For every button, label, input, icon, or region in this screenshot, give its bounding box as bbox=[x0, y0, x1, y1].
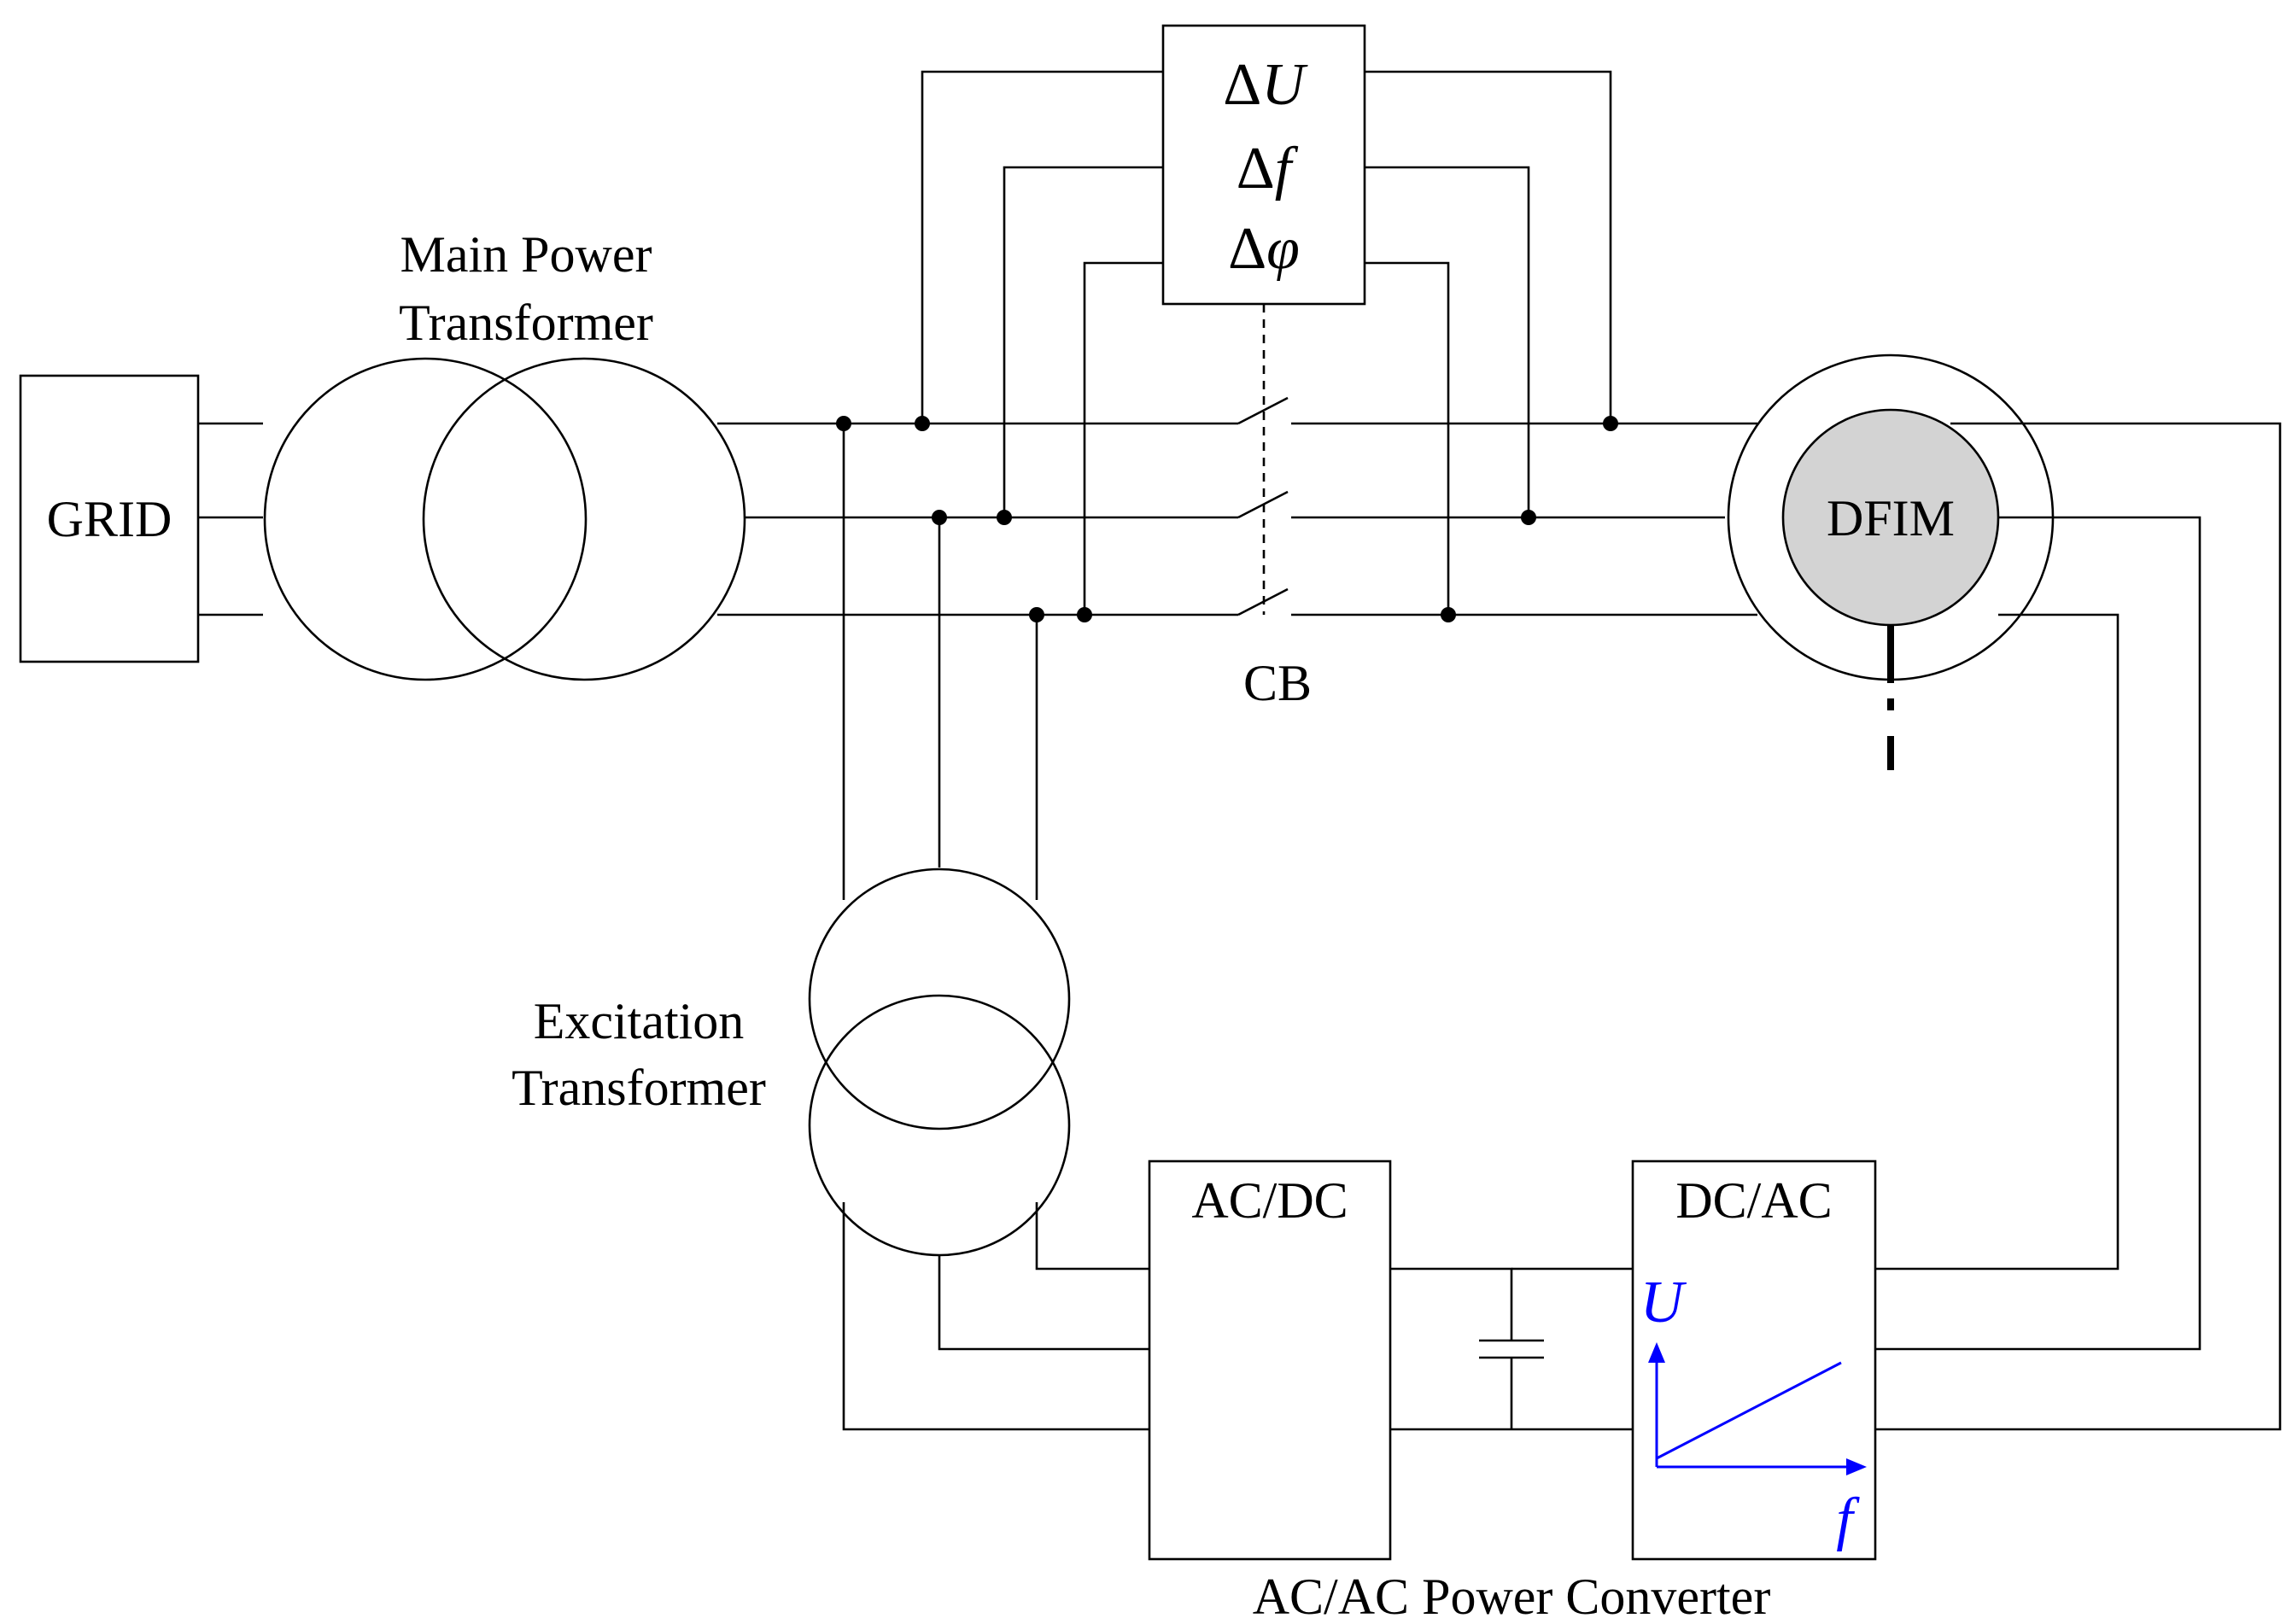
rectifier-input-phase-b bbox=[938, 1255, 1149, 1351]
inverter-box bbox=[1631, 1160, 1877, 1561]
measure-machine-phase-c bbox=[1365, 261, 1450, 615]
uf-y-axis-label: U bbox=[1640, 1270, 1687, 1335]
main-transformer-label-line2: Transformer bbox=[399, 295, 653, 351]
excitation-transformer-primary-winding bbox=[808, 867, 1071, 1130]
measure-machine-phase-a bbox=[1365, 70, 1612, 424]
synchronizing-controller-box bbox=[1161, 24, 1366, 306]
delta-phi-delta: Δ bbox=[1228, 216, 1266, 282]
rectifier-input-phase-a bbox=[842, 1202, 1149, 1431]
measure-grid-phase-b bbox=[1003, 166, 1163, 517]
rectifier-box bbox=[1148, 1160, 1392, 1561]
measure-grid-phase-c bbox=[1083, 261, 1163, 615]
dfim-label: DFIM bbox=[1827, 490, 1955, 546]
junction-dot bbox=[1603, 416, 1618, 431]
main-transformer-secondary-winding bbox=[422, 357, 746, 681]
inverter-label: DC/AC bbox=[1675, 1172, 1832, 1229]
uf-y-arrow-icon bbox=[1648, 1342, 1665, 1363]
delta-u-var: U bbox=[1261, 52, 1308, 118]
measure-grid-phase-a bbox=[921, 70, 1163, 424]
rectifier-input-phase-c bbox=[1035, 1202, 1149, 1271]
delta-f-delta: Δ bbox=[1237, 136, 1275, 202]
junction-dot bbox=[1521, 510, 1536, 525]
junction-dot bbox=[1441, 607, 1456, 622]
measure-machine-phase-b bbox=[1365, 166, 1530, 517]
delta-phi-var: φ bbox=[1266, 216, 1300, 282]
rectifier-label: AC/DC bbox=[1191, 1172, 1348, 1229]
excitation-transformer-secondary-winding bbox=[808, 994, 1071, 1257]
dc-link-positive bbox=[1390, 1267, 1513, 1341]
delta-phi-label: Δφ bbox=[1228, 216, 1300, 282]
excitation-transformer-label-line2: Transformer bbox=[512, 1060, 766, 1116]
converter-label: AC/AC Power Converter bbox=[1253, 1569, 1771, 1624]
delta-f-label: Δf bbox=[1237, 136, 1299, 202]
junction-dot bbox=[997, 510, 1012, 525]
breaker-contact-a bbox=[1237, 396, 1289, 425]
grid-box bbox=[19, 374, 200, 663]
delta-u-delta: Δ bbox=[1223, 52, 1261, 118]
rotor-wire-phase-c bbox=[1875, 613, 2120, 1271]
breaker-label: CB bbox=[1243, 655, 1312, 711]
grid-label: GRID bbox=[47, 491, 172, 547]
uf-characteristic: U f bbox=[1640, 1270, 1867, 1552]
excitation-transformer-label-line1: Excitation bbox=[534, 993, 745, 1049]
uf-x-arrow-icon bbox=[1846, 1458, 1867, 1475]
main-transformer-primary-winding bbox=[263, 357, 588, 681]
junction-dot bbox=[1077, 607, 1092, 622]
rotor-wire-phase-a bbox=[1875, 422, 2282, 1431]
delta-u-label: ΔU bbox=[1223, 52, 1308, 118]
junction-dot bbox=[915, 416, 930, 431]
main-transformer-label-line1: Main Power bbox=[401, 226, 652, 283]
rotor-wire-phase-b bbox=[1875, 516, 2201, 1351]
uf-curve bbox=[1656, 1361, 1842, 1460]
